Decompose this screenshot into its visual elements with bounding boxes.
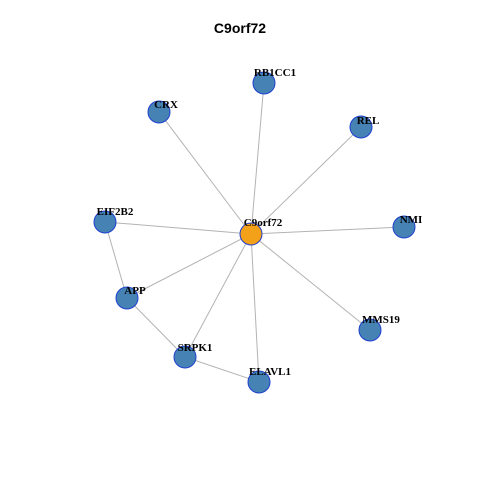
node-mms19: [358, 318, 382, 342]
node-rb1cc1: [252, 71, 276, 95]
node-eif2b2: [93, 210, 117, 234]
edge-c9orf72-eif2b2: [104, 221, 252, 235]
edge-srpk1-elavl1: [184, 356, 260, 383]
node-nmi: [392, 215, 416, 239]
node-label-crx: CRX: [154, 99, 178, 111]
node-srpk1: [173, 345, 197, 369]
edge-eif2b2-app: [104, 221, 128, 299]
edges-layer: [104, 82, 405, 383]
edge-c9orf72-app: [126, 233, 252, 299]
edge-c9orf72-rel: [250, 126, 362, 235]
node-label-rel: REL: [357, 115, 380, 127]
edge-c9orf72-mms19: [250, 233, 371, 331]
edge-c9orf72-nmi: [250, 226, 405, 235]
edge-c9orf72-crx: [158, 111, 252, 235]
edge-c9orf72-elavl1: [250, 233, 260, 383]
node-label-rb1cc1: RB1CC1: [254, 67, 296, 79]
nodes-layer: [93, 71, 416, 394]
node-label-eif2b2: EIF2B2: [97, 206, 134, 218]
node-elavl1: [247, 370, 271, 394]
node-label-app: APP: [124, 285, 146, 297]
node-label-elavl1: ELAVL1: [249, 366, 291, 378]
node-rel: [349, 115, 373, 139]
node-crx: [147, 100, 171, 124]
edge-c9orf72-srpk1: [184, 233, 252, 358]
edge-app-srpk1: [126, 297, 186, 358]
node-app: [115, 286, 139, 310]
edge-c9orf72-rb1cc1: [250, 82, 265, 235]
node-label-srpk1: SRPK1: [178, 342, 213, 354]
node-label-nmi: NMI: [400, 214, 423, 226]
graph-title: C9orf72: [213, 20, 267, 36]
node-c9orf72: [239, 222, 263, 246]
node-label-c9orf72: C9orf72: [244, 217, 283, 229]
node-label-mms19: MMS19: [362, 314, 400, 326]
